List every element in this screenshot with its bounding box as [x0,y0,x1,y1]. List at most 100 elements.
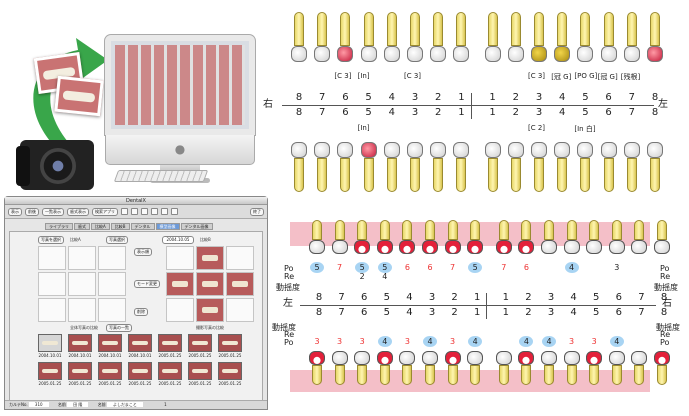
tab-dental[interactable]: デンタル [130,223,155,230]
thumbnail[interactable] [218,362,242,380]
photo-slot[interactable] [98,272,126,296]
perio-upper-tooth[interactable] [563,220,581,254]
thumbnail[interactable] [188,334,212,352]
perio-upper-tooth[interactable] [398,220,416,254]
upper-tooth[interactable] [428,12,448,64]
perio-lower-tooth[interactable] [653,351,671,385]
lower-tooth[interactable] [451,142,471,194]
perio-lower-tooth[interactable] [353,351,371,385]
perio-upper-tooth[interactable] [444,220,462,254]
perio-lower-tooth[interactable] [444,351,462,385]
perio-lower-tooth[interactable] [398,351,416,385]
lower-tooth[interactable] [483,142,503,194]
capture-icon[interactable] [131,208,138,215]
date-field[interactable]: 2004.10.05 [162,236,194,244]
photo-slot[interactable] [98,298,126,322]
select-photo-button[interactable]: 写真を選択 [38,236,64,244]
thumbnail[interactable] [158,334,182,352]
photo-slot[interactable] [68,246,96,270]
upper-tooth[interactable] [312,12,332,64]
toolbar-button-chart[interactable]: 歯式表示 [67,207,89,216]
perio-lower-tooth[interactable] [585,351,603,385]
lower-tooth[interactable] [575,142,595,194]
photo-select-button[interactable]: 写真選択 [106,236,128,244]
thumbnail[interactable] [38,334,62,352]
photo-slot[interactable] [166,272,194,296]
perio-upper-tooth[interactable] [653,220,671,254]
photo-slot[interactable] [166,246,194,270]
sort-order-button[interactable]: 表示順 [134,248,152,256]
lower-tooth[interactable] [645,142,665,194]
toolbar-button-list[interactable]: 一覧表示 [42,207,64,216]
tab-compare-a[interactable]: 比較A [91,223,110,230]
upper-tooth[interactable] [599,12,619,64]
perio-lower-tooth[interactable] [308,351,326,385]
compare-icon[interactable] [161,208,168,215]
photo-slot[interactable] [196,272,224,296]
lower-tooth[interactable] [359,142,379,194]
upper-tooth[interactable] [335,12,355,64]
thumbnail[interactable] [158,362,182,380]
upper-tooth[interactable] [359,12,379,64]
perio-lower-tooth[interactable] [517,351,535,385]
perio-lower-tooth[interactable] [563,351,581,385]
patient-name[interactable]: 田 隆 [67,402,89,407]
lower-tooth[interactable] [599,142,619,194]
photo-slot[interactable] [196,298,224,322]
photo-slot[interactable] [226,246,254,270]
lower-tooth[interactable] [335,142,355,194]
thumbnail[interactable] [128,334,152,352]
upper-tooth[interactable] [645,12,665,64]
print-icon[interactable] [171,208,178,215]
photo-slot[interactable] [68,298,96,322]
perio-lower-tooth[interactable] [630,351,648,385]
lower-tooth[interactable] [405,142,425,194]
thumbnail[interactable] [188,362,212,380]
thumbnail[interactable] [38,362,62,380]
perio-lower-tooth[interactable] [466,351,484,385]
upper-tooth[interactable] [289,12,309,64]
perio-upper-tooth[interactable] [376,220,394,254]
perio-upper-tooth[interactable] [517,220,535,254]
photo-slot[interactable] [38,272,66,296]
lower-tooth[interactable] [428,142,448,194]
upper-tooth[interactable] [575,12,595,64]
lower-tooth[interactable] [382,142,402,194]
perio-upper-tooth[interactable] [466,220,484,254]
upper-tooth[interactable] [451,12,471,64]
thumbnail[interactable] [98,334,122,352]
perio-lower-tooth[interactable] [540,351,558,385]
perio-lower-tooth[interactable] [331,351,349,385]
perio-upper-tooth[interactable] [585,220,603,254]
perio-lower-tooth[interactable] [608,351,626,385]
perio-lower-tooth[interactable] [376,351,394,385]
photo-slot[interactable] [196,246,224,270]
perio-upper-tooth[interactable] [630,220,648,254]
perio-upper-tooth[interactable] [608,220,626,254]
toolbar-button-display[interactable]: 表示 [8,207,22,216]
thumbnail[interactable] [218,334,242,352]
delete-button[interactable]: 削除 [134,308,148,316]
perio-upper-tooth[interactable] [540,220,558,254]
mode-change-button[interactable]: モード変更 [134,280,160,288]
patient-kana[interactable]: よしだまこと [106,402,143,407]
perio-upper-tooth[interactable] [421,220,439,254]
thumbnail[interactable] [98,362,122,380]
thumbnail[interactable] [128,362,152,380]
upper-tooth[interactable] [552,12,572,64]
toolbar-button-search-app[interactable]: 検索アプリ [92,207,118,216]
toolbar-button-prevnext[interactable]: 前後 [25,207,39,216]
upper-tooth[interactable] [506,12,526,64]
photo-slot[interactable] [38,246,66,270]
lower-tooth[interactable] [289,142,309,194]
upper-tooth[interactable] [529,12,549,64]
lower-tooth[interactable] [312,142,332,194]
photo-slot[interactable] [226,272,254,296]
tab-compare-b[interactable]: 比較B [110,223,130,230]
photo-list-button[interactable]: 写真の一覧 [106,324,132,332]
lower-tooth[interactable] [506,142,526,194]
chart-no-value[interactable]: 310 [28,402,49,407]
zoom-icon[interactable] [151,208,158,215]
photo-slot[interactable] [38,298,66,322]
thumbnail[interactable] [68,334,92,352]
